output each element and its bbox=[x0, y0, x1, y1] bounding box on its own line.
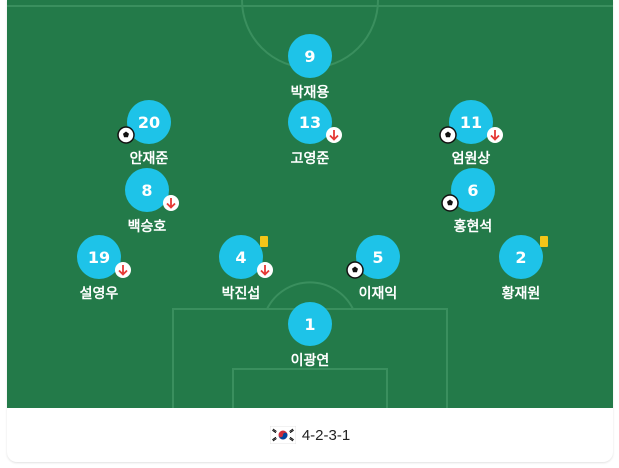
pitch-lines bbox=[7, 0, 613, 408]
player-6[interactable]: 6 홍현석 bbox=[428, 168, 518, 242]
player-number: 8 bbox=[125, 168, 169, 212]
player-number: 4 bbox=[219, 235, 263, 279]
pitch: 9 박재용 20 안재준 13 고영준 11 bbox=[7, 0, 613, 408]
player-number: 13 bbox=[288, 100, 332, 144]
player-name: 설영우 bbox=[79, 286, 119, 302]
sub-off-arrow-icon bbox=[257, 262, 273, 278]
sub-off-arrow-icon bbox=[487, 127, 503, 143]
player-name: 안재준 bbox=[129, 151, 169, 167]
sub-off-arrow-icon bbox=[163, 195, 179, 211]
goal-ball-icon bbox=[439, 126, 457, 144]
player-4[interactable]: 4 박진섭 bbox=[196, 235, 286, 309]
player-5[interactable]: 5 이재익 bbox=[333, 235, 423, 309]
player-name: 고영준 bbox=[290, 151, 330, 167]
player-number: 2 bbox=[499, 235, 543, 279]
goal-ball-icon bbox=[346, 261, 364, 279]
lineup-footer: 4-2-3-1 bbox=[7, 408, 613, 462]
player-2[interactable]: 2 황재원 bbox=[476, 235, 566, 309]
player-number: 11 bbox=[449, 100, 493, 144]
player-1[interactable]: 1 이광연 bbox=[265, 302, 355, 376]
player-20[interactable]: 20 안재준 bbox=[104, 100, 194, 174]
player-name: 홍현석 bbox=[453, 219, 493, 235]
formation-label: 4-2-3-1 bbox=[301, 426, 351, 444]
sub-off-arrow-icon bbox=[115, 262, 131, 278]
player-9[interactable]: 9 박재용 bbox=[265, 34, 355, 108]
yellow-card-icon bbox=[260, 236, 268, 247]
player-19[interactable]: 19 설영우 bbox=[54, 235, 144, 309]
south-korea-flag-icon bbox=[269, 426, 296, 444]
player-name: 박재용 bbox=[290, 85, 330, 101]
player-number: 19 bbox=[77, 235, 121, 279]
goal-ball-icon bbox=[117, 126, 135, 144]
player-name: 황재원 bbox=[501, 286, 541, 302]
player-number: 1 bbox=[288, 302, 332, 346]
player-8[interactable]: 8 백승호 bbox=[102, 168, 192, 242]
player-name: 이재익 bbox=[358, 286, 398, 302]
player-13[interactable]: 13 고영준 bbox=[265, 100, 355, 174]
player-name: 이광연 bbox=[290, 353, 330, 369]
lineup-card: 9 박재용 20 안재준 13 고영준 11 bbox=[7, 0, 613, 462]
player-name: 박진섭 bbox=[221, 286, 261, 302]
goal-ball-icon bbox=[441, 194, 459, 212]
player-name: 엄원상 bbox=[451, 151, 491, 167]
sub-off-arrow-icon bbox=[326, 127, 342, 143]
yellow-card-icon bbox=[540, 236, 548, 247]
player-name: 백승호 bbox=[127, 219, 167, 235]
player-11[interactable]: 11 엄원상 bbox=[426, 100, 516, 174]
player-number: 9 bbox=[288, 34, 332, 78]
